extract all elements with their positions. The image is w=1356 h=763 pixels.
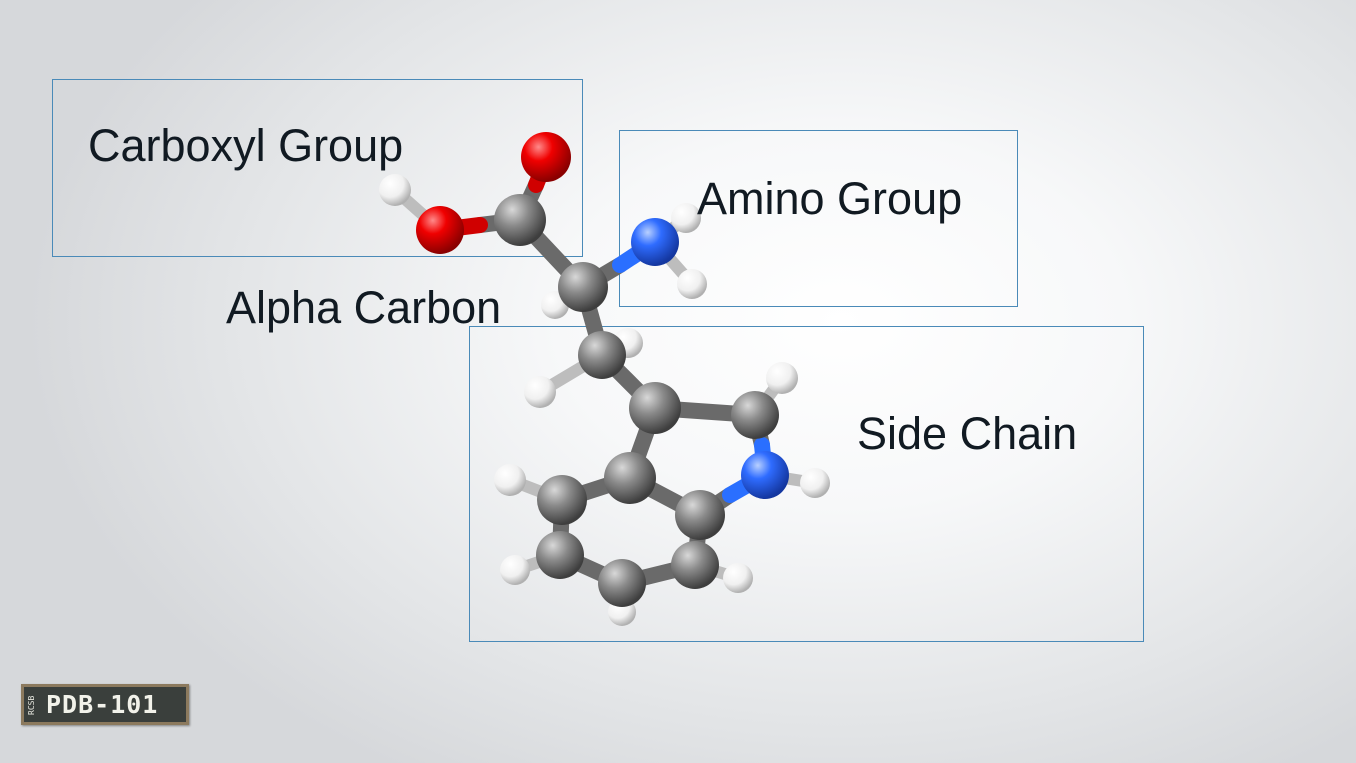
hydrogen-atom — [379, 174, 411, 206]
oxygen-atom — [521, 132, 571, 182]
side-chain-label: Side Chain — [857, 408, 1078, 459]
amino-group-label: Amino Group — [697, 173, 963, 224]
hydrogen-atom — [524, 376, 556, 408]
carbon-atom — [731, 391, 779, 439]
carbon-atom — [598, 559, 646, 607]
rcsb-logo-text: RCSB — [27, 695, 36, 715]
carboxyl-group-label: Carboxyl Group — [88, 120, 404, 171]
hydrogen-atom — [494, 464, 526, 496]
pdb-101-logo: RCSB PDB-101 — [21, 684, 189, 725]
hydrogen-atom — [677, 269, 707, 299]
carboxyl-group-box — [52, 79, 583, 257]
oxygen-atom — [416, 206, 464, 254]
hydrogen-atom — [766, 362, 798, 394]
amino-nitrogen-atom — [631, 218, 679, 266]
side-chain-box — [469, 326, 1144, 642]
hydrogen-atom — [500, 555, 530, 585]
amino-group-box — [619, 130, 1018, 307]
carbon-atom — [629, 382, 681, 434]
hydrogen-atom — [671, 203, 701, 233]
atoms — [379, 132, 830, 626]
carbon-atom — [675, 490, 725, 540]
carbon-atom — [537, 475, 587, 525]
carboxyl-carbon-atom — [494, 194, 546, 246]
beta-carbon-atom — [578, 331, 626, 379]
alpha-carbon-atom — [558, 262, 608, 312]
carbon-atom — [536, 531, 584, 579]
hydrogen-atom — [800, 468, 830, 498]
carbon-atom — [604, 452, 656, 504]
indole-nitrogen-atom — [741, 451, 789, 499]
alpha-carbon-label: Alpha Carbon — [226, 282, 502, 333]
hydrogen-atom — [723, 563, 753, 593]
carbon-atom — [671, 541, 719, 589]
pdb-101-logo-text: PDB-101 — [46, 690, 159, 719]
